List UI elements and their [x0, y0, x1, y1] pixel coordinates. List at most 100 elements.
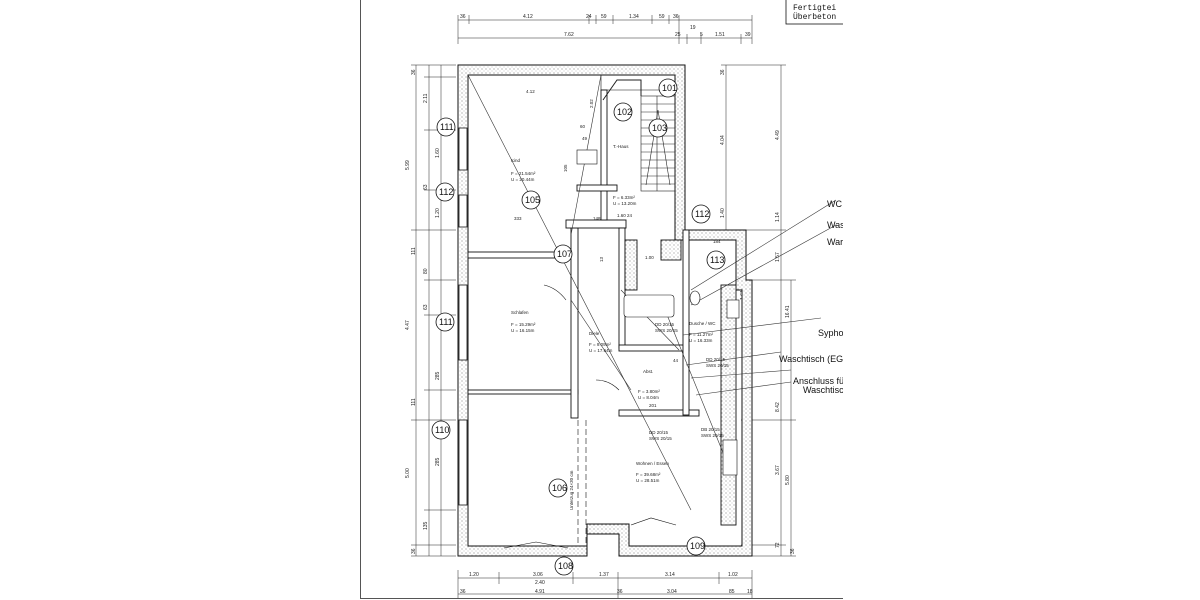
- floor-plan-drawing: Fertigtei Überbeton 36 4.12 24 59 1.34: [405, 0, 843, 598]
- dim-label: 3.67: [775, 465, 781, 475]
- room-area: F = 11.27m²: [689, 332, 714, 337]
- interior-walls: [467, 89, 737, 526]
- dim-label: 36: [460, 14, 466, 20]
- dim-label: 4.49: [775, 130, 781, 140]
- room-number: 101: [662, 83, 677, 93]
- interior-dimension-labels: 4.12 2.02 60 49 105 1.60 333 148 24 13 1…: [514, 89, 721, 408]
- dim-label: 4.91: [535, 589, 545, 595]
- room-number-markers: [431, 78, 726, 576]
- beam-label: Unterzug 24×30 cm: [569, 470, 574, 510]
- room-area: F = 15.29m²: [511, 322, 536, 327]
- opening-labels: DD 20/15 SWS 20/15 DD 20/15 SWS 20/15 DD…: [649, 322, 729, 441]
- dim-label: 1.02: [728, 572, 738, 578]
- left-dimension-labels: 36 2.11 5.99 1.60 63 1.20 111 80 63 4.47…: [405, 69, 441, 554]
- annotation: War: [827, 237, 843, 247]
- room-number: 111: [439, 317, 453, 327]
- room-number: 112: [439, 187, 453, 197]
- room-number: 109: [690, 541, 705, 551]
- room-name: Wohnen / Essen: [636, 461, 669, 466]
- dim-label: 1.60: [435, 148, 441, 158]
- dim-label: 4.04: [720, 135, 726, 145]
- dim-label: 135: [423, 521, 429, 530]
- top-dimension-labels: 36 4.12 24 59 1.34 59 36 7.62 25 5 1.51 …: [460, 14, 751, 38]
- toilet-icon: [689, 290, 701, 306]
- staircase: [602, 79, 676, 192]
- dim-label: 2.02: [589, 99, 594, 108]
- room-name: T.-Haus: [613, 144, 629, 149]
- dim-label: 5.99: [405, 160, 411, 170]
- room-number-labels: 101 102 103 105 106 107 108 109 110 111 …: [435, 83, 724, 571]
- dim-label: 36: [460, 589, 466, 595]
- dim-label: 1.20: [469, 572, 479, 578]
- dim-label: 4.47: [405, 320, 411, 330]
- opening-label: DD 20/15: [655, 322, 675, 327]
- bottom-dimension-chain: [457, 570, 753, 598]
- dim-label: 59: [659, 14, 665, 20]
- dim-label: 7.62: [564, 32, 574, 38]
- beam: Unterzug 24×30 cm: [569, 420, 587, 546]
- dim-label: 184: [713, 239, 721, 244]
- dim-label: 5.00: [405, 468, 411, 478]
- opening-label: DD 20/15: [649, 430, 669, 435]
- dim-label: 24: [627, 213, 633, 218]
- bathroom-fixtures: [576, 149, 740, 476]
- right-dimension-labels: 36 4.49 4.04 1.40 1.14 1.57 1.61 16.41 8…: [720, 69, 796, 554]
- dim-label: 36: [617, 589, 623, 595]
- annotation: Waschtisch: [803, 385, 843, 395]
- dim-label: 2.40: [535, 580, 545, 586]
- dim-label: 36: [411, 548, 417, 554]
- dim-label: 5: [700, 32, 703, 38]
- room-number: 107: [557, 249, 572, 259]
- room-name: Diele: [589, 331, 600, 336]
- room-area: F = 6.33m²: [613, 195, 635, 200]
- dim-label: 63: [423, 184, 429, 190]
- dim-label: 1.51: [715, 32, 725, 38]
- floor-plan-sheet: Fertigtei Überbeton 36 4.12 24 59 1.34: [360, 0, 843, 599]
- room-area: F = 39.68m²: [636, 472, 661, 477]
- room-number: 113: [710, 255, 724, 265]
- dim-label: 49: [582, 136, 588, 141]
- annotation: WC: [827, 199, 842, 209]
- dim-label: 148: [593, 216, 601, 221]
- dim-label: 3.04: [667, 589, 677, 595]
- room-perimeter: U = 16.15m: [511, 328, 535, 333]
- washbasin-icon: [726, 299, 740, 319]
- sink-icon: [576, 149, 598, 165]
- dim-label: 333: [514, 216, 522, 221]
- room-perimeter: U = 28.51m: [636, 478, 660, 483]
- dim-label: 3.14: [665, 572, 675, 578]
- opening-label: DD 20/15: [706, 357, 726, 362]
- dim-label: 8.42: [775, 402, 781, 412]
- room-number: 102: [617, 107, 632, 117]
- opening-label: DB 20/15: [701, 427, 720, 432]
- sketch-lines: [467, 74, 837, 511]
- dim-label: 1.34: [629, 14, 639, 20]
- room-number: 108: [558, 561, 573, 571]
- room-perimeter: U = 8.04m: [638, 395, 659, 400]
- room-name: Kind: [511, 158, 521, 163]
- dim-label: 44: [673, 358, 679, 363]
- dim-label: 25: [675, 32, 681, 38]
- room-number: 111: [440, 122, 454, 132]
- plumbing-annotations: WC Was War Sypho Waschtisch (EG Anschlus…: [779, 199, 843, 395]
- title-block: Fertigtei Überbeton: [785, 0, 843, 25]
- annotation: Was: [827, 220, 843, 230]
- dim-label: 59: [601, 14, 607, 20]
- dim-label: 24: [586, 14, 592, 20]
- room-number: 103: [652, 123, 667, 133]
- dim-label: 36: [411, 69, 417, 75]
- room-area: F = 3.80m²: [638, 389, 660, 394]
- dim-label: 4.12: [526, 89, 535, 94]
- dim-label: 4.12: [523, 14, 533, 20]
- left-dimension-chain: [411, 64, 456, 557]
- bathtub-icon: [623, 294, 675, 318]
- annotation: Anschluss fü: [793, 376, 843, 386]
- dim-label: 1.14: [775, 212, 781, 222]
- dim-label: 16.41: [785, 305, 791, 318]
- dim-label: 63: [423, 304, 429, 310]
- annotation: Sypho: [818, 328, 843, 338]
- dim-label: 80: [423, 268, 429, 274]
- dim-label: 201: [649, 403, 657, 408]
- dim-label: 1.20: [435, 208, 441, 218]
- room-number: 106: [552, 483, 567, 493]
